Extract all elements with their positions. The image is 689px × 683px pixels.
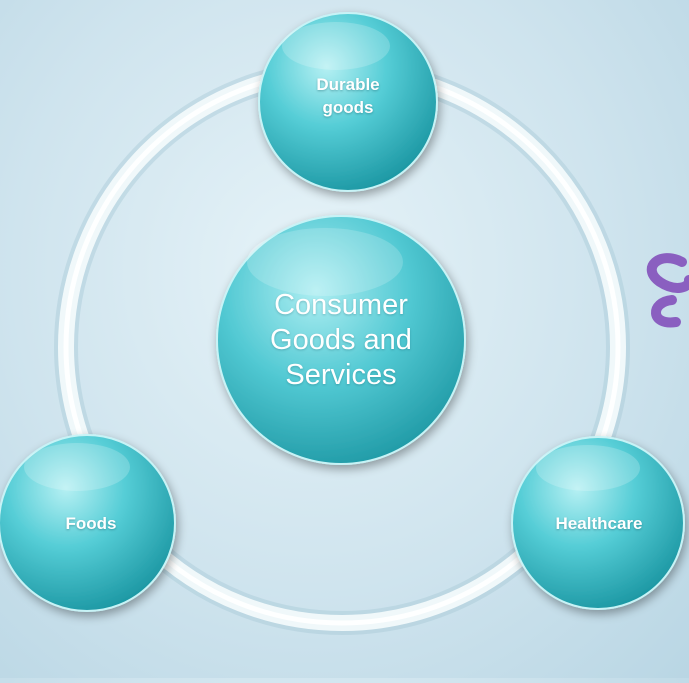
- node-healthcare: [511, 436, 685, 610]
- decorative-swirl: [646, 253, 689, 328]
- node-foods: [0, 434, 176, 612]
- center-node: [216, 215, 466, 465]
- node-durable-goods: [258, 12, 438, 192]
